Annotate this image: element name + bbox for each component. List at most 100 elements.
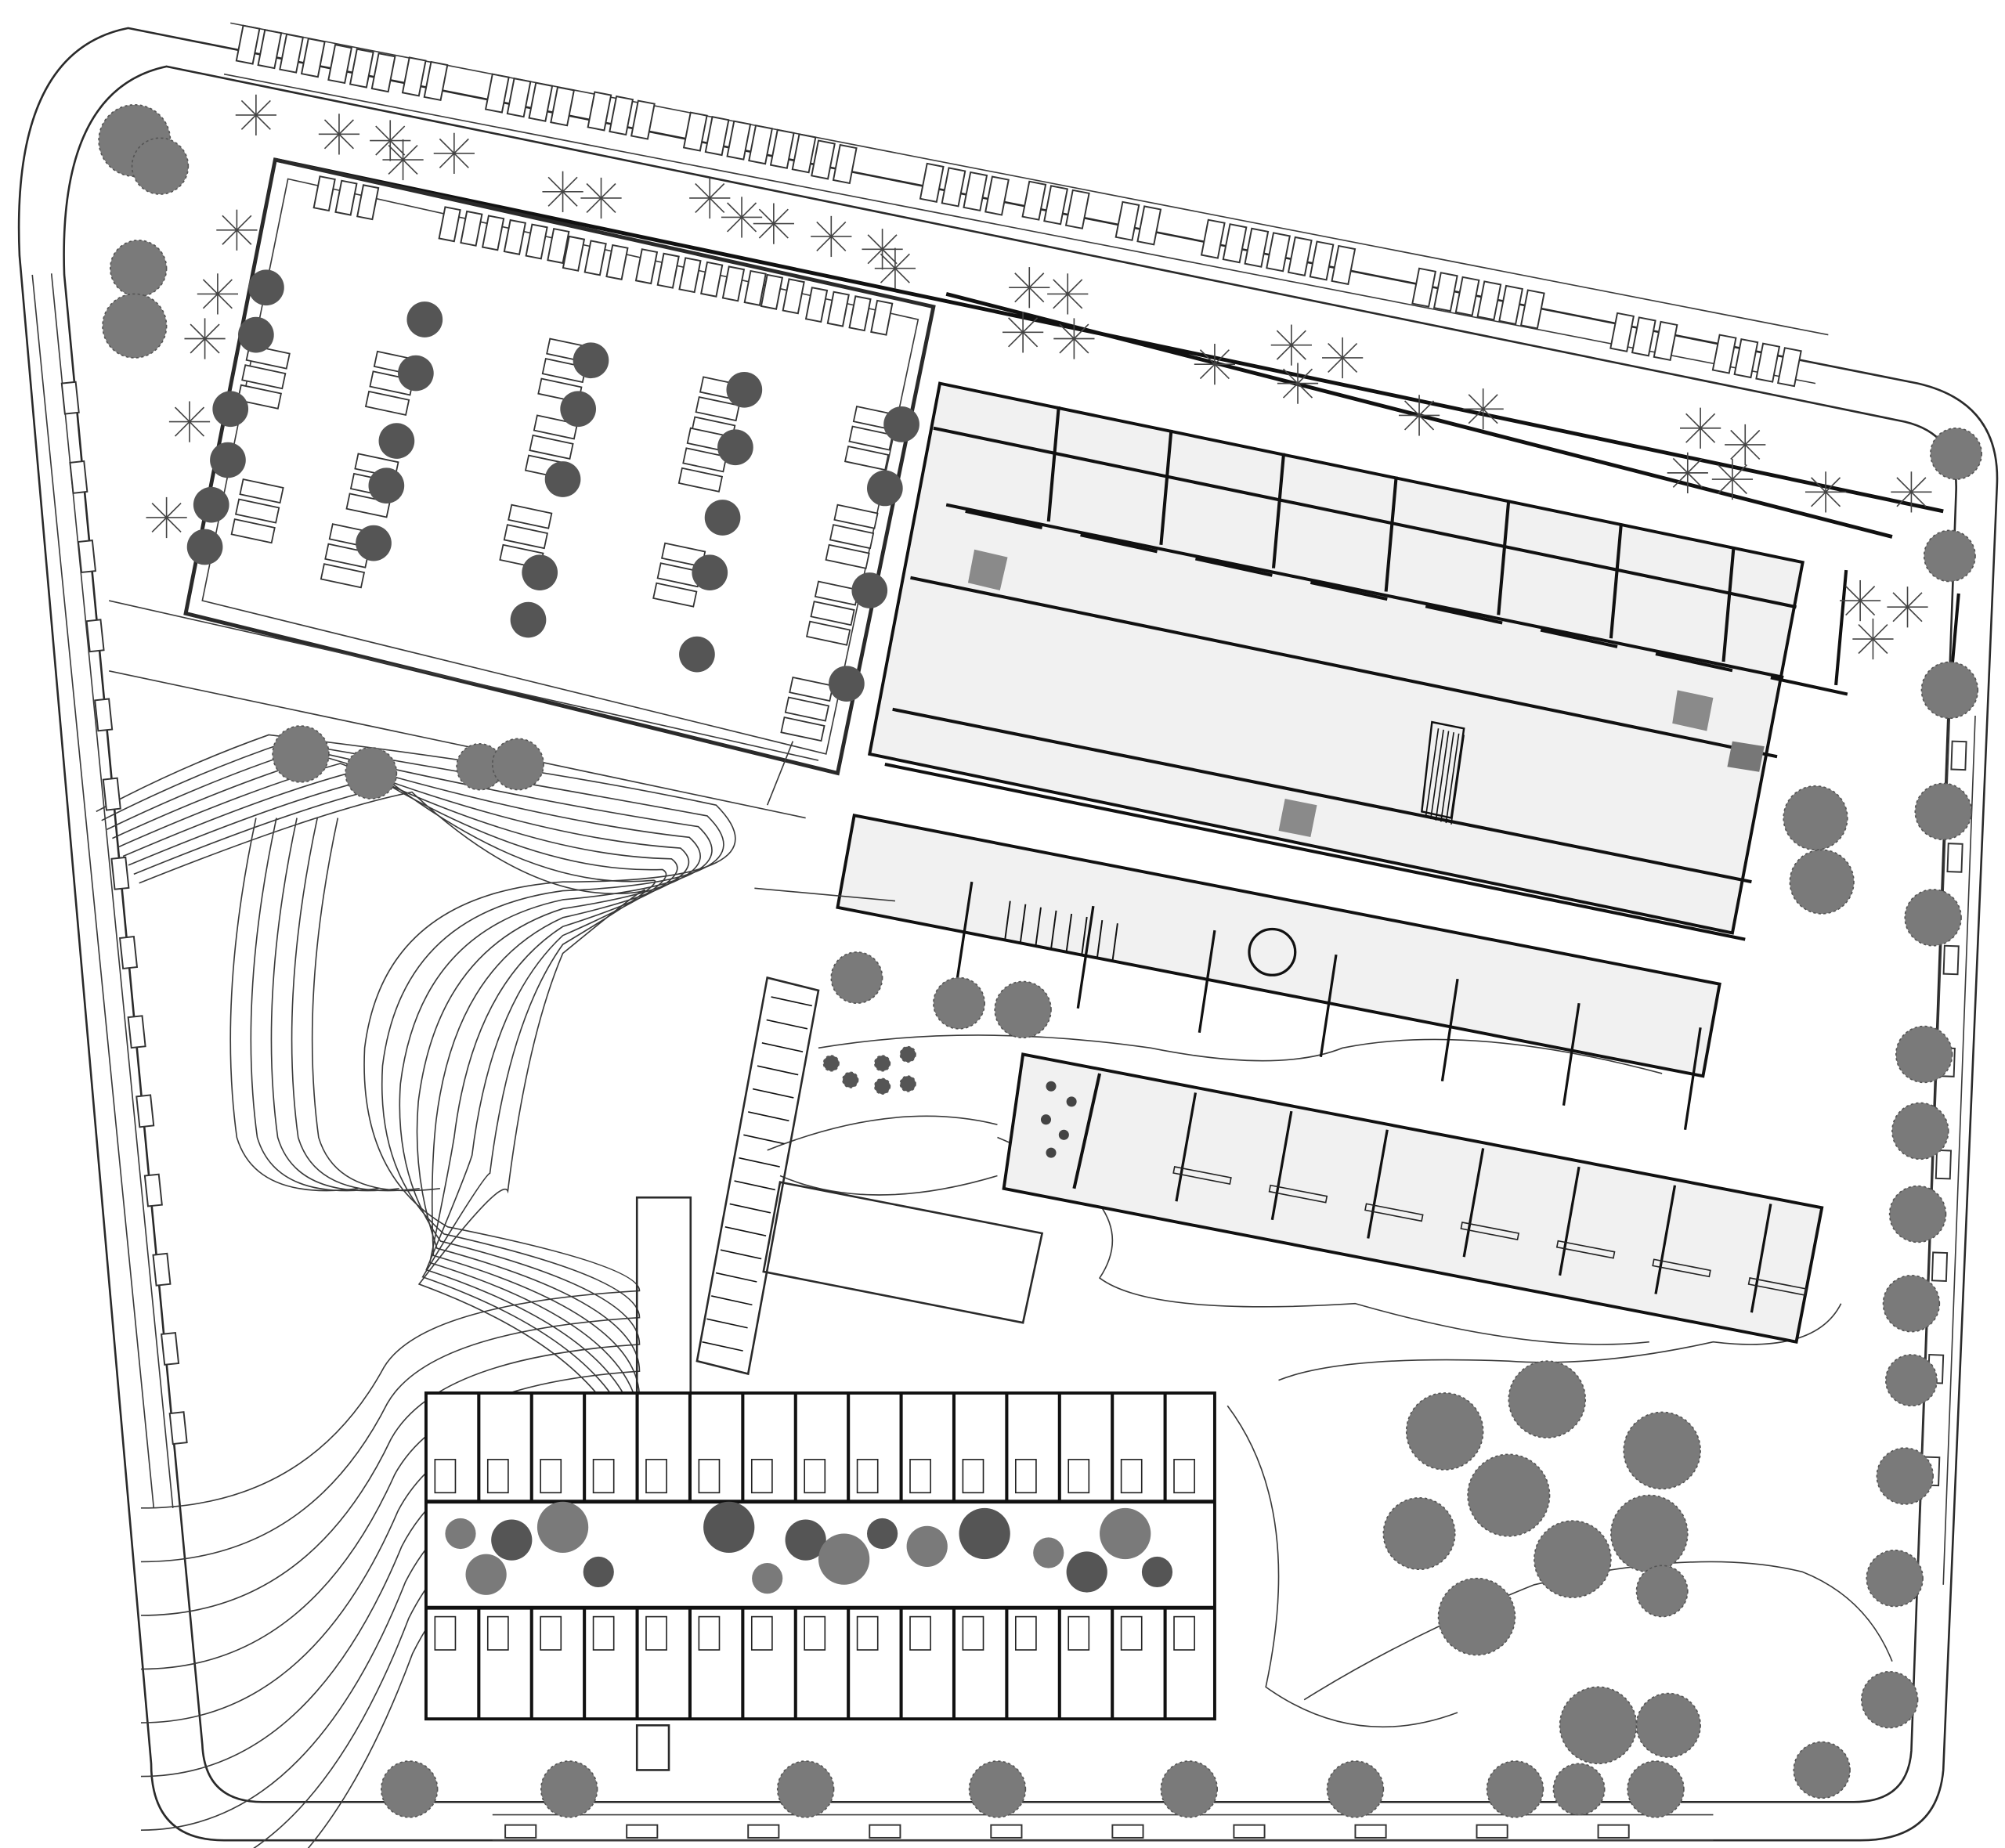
car-icon: [1476, 1824, 1508, 1839]
courtyard-shrub: [583, 1556, 614, 1588]
deciduous-tree-icon: [248, 269, 284, 306]
palm-tree-icon: [1047, 273, 1089, 315]
car-icon: [1476, 280, 1502, 321]
deciduous-tree-icon: [540, 1760, 598, 1818]
interior-wall: [706, 1318, 748, 1329]
interior-wall: [1655, 651, 1733, 673]
car-icon: [1064, 189, 1090, 229]
interior-wall: [1562, 1002, 1581, 1106]
palm-tree-icon: [146, 496, 187, 539]
car-icon: [127, 1015, 146, 1049]
deciduous-tree-icon: [692, 554, 728, 591]
deciduous-tree-icon: [776, 1760, 835, 1818]
car-icon: [630, 99, 656, 140]
car-icon: [721, 265, 746, 302]
interior-wall: [1076, 905, 1095, 1009]
car-icon: [550, 86, 576, 127]
bathroom-pod: [1014, 1459, 1037, 1494]
planter: [1058, 1129, 1069, 1140]
interior-wall: [757, 1065, 799, 1076]
deciduous-tree-icon: [378, 423, 415, 459]
deciduous-tree-icon: [1627, 1760, 1685, 1818]
interior-wall: [1540, 628, 1618, 648]
palm-tree-icon: [1840, 579, 1881, 622]
courtyard-shrub: [1100, 1507, 1151, 1560]
entrance-ramp: [1248, 927, 1297, 976]
palm-tree-icon: [370, 120, 411, 161]
deciduous-tree-icon: [1635, 1692, 1701, 1758]
deciduous-tree-icon: [1930, 427, 1982, 480]
car-icon: [60, 381, 80, 415]
deciduous-tree-icon: [1888, 1185, 1947, 1243]
planter: [1046, 1147, 1057, 1158]
deciduous-tree-icon: [899, 1075, 916, 1092]
deciduous-tree-icon: [102, 293, 168, 359]
car-icon: [69, 460, 89, 494]
car-icon: [810, 601, 855, 626]
car-icon: [1043, 185, 1068, 226]
palm-tree-icon: [1680, 407, 1721, 449]
car-icon: [941, 167, 966, 208]
palm-tree-icon: [433, 132, 475, 174]
palm-tree-icon: [235, 94, 276, 136]
deciduous-tree-icon: [933, 976, 985, 1030]
deciduous-tree-icon: [1467, 1453, 1551, 1537]
interior-wall: [1721, 547, 1736, 662]
courtyard-shrub: [752, 1563, 783, 1594]
contour-line: [311, 818, 440, 1192]
footpaths: [767, 1034, 1893, 1728]
interior-wall: [766, 1019, 808, 1030]
car-icon: [506, 78, 532, 118]
covered-walkway: [695, 976, 820, 1376]
palm-tree-icon: [1804, 471, 1847, 513]
interior-wall: [1367, 1129, 1389, 1239]
car-icon: [583, 240, 607, 276]
car-icon: [634, 248, 659, 285]
car-icon: [682, 111, 708, 152]
deciduous-tree-icon: [1891, 1102, 1949, 1160]
car-icon: [401, 56, 427, 97]
car-icon: [826, 291, 850, 327]
interior-wall: [1035, 907, 1042, 946]
interior-wall: [729, 1203, 771, 1214]
car-icon: [700, 261, 724, 298]
planter: [1066, 1096, 1077, 1107]
deciduous-tree-icon: [193, 486, 229, 523]
contour-line: [139, 791, 646, 1848]
secondary-building: [1002, 1052, 1824, 1344]
palm-tree-icon: [874, 247, 916, 289]
car-icon: [804, 287, 829, 323]
interior-wall: [1111, 923, 1118, 962]
palm-tree-icon: [1277, 363, 1319, 404]
car-icon: [869, 1824, 901, 1839]
palm-tree-icon: [1852, 618, 1894, 660]
deciduous-tree-icon: [1793, 1741, 1851, 1799]
interior-wall: [1384, 476, 1398, 592]
interior-wall: [1096, 919, 1104, 959]
deciduous-tree-icon: [1437, 1577, 1516, 1656]
interior-wall: [702, 1341, 743, 1352]
car-icon: [704, 116, 730, 157]
car-icon: [1021, 180, 1047, 221]
interior-wall: [1683, 1027, 1702, 1131]
bench: [1364, 1203, 1424, 1222]
car-icon: [1244, 227, 1270, 268]
car-icon: [1266, 232, 1291, 273]
car-icon: [438, 206, 461, 243]
planter: [1046, 1081, 1057, 1092]
bathroom-pod: [592, 1459, 615, 1494]
car-icon: [919, 162, 945, 203]
contour-line: [133, 784, 656, 1848]
palm-tree-icon: [1887, 587, 1928, 628]
secondary-building-outline: [1002, 1052, 1824, 1344]
car-icon: [848, 295, 872, 332]
interior-wall: [1445, 733, 1460, 824]
deciduous-tree-icon: [1326, 1760, 1385, 1818]
bathroom-pod: [1120, 1459, 1143, 1494]
deciduous-tree-icon: [1552, 1763, 1606, 1816]
courtyard-shrub: [536, 1501, 589, 1553]
car-icon: [1331, 244, 1357, 286]
bathroom-pod: [540, 1459, 562, 1494]
housing-block: [424, 1391, 1216, 1721]
entry-kiosk: [635, 1724, 670, 1771]
